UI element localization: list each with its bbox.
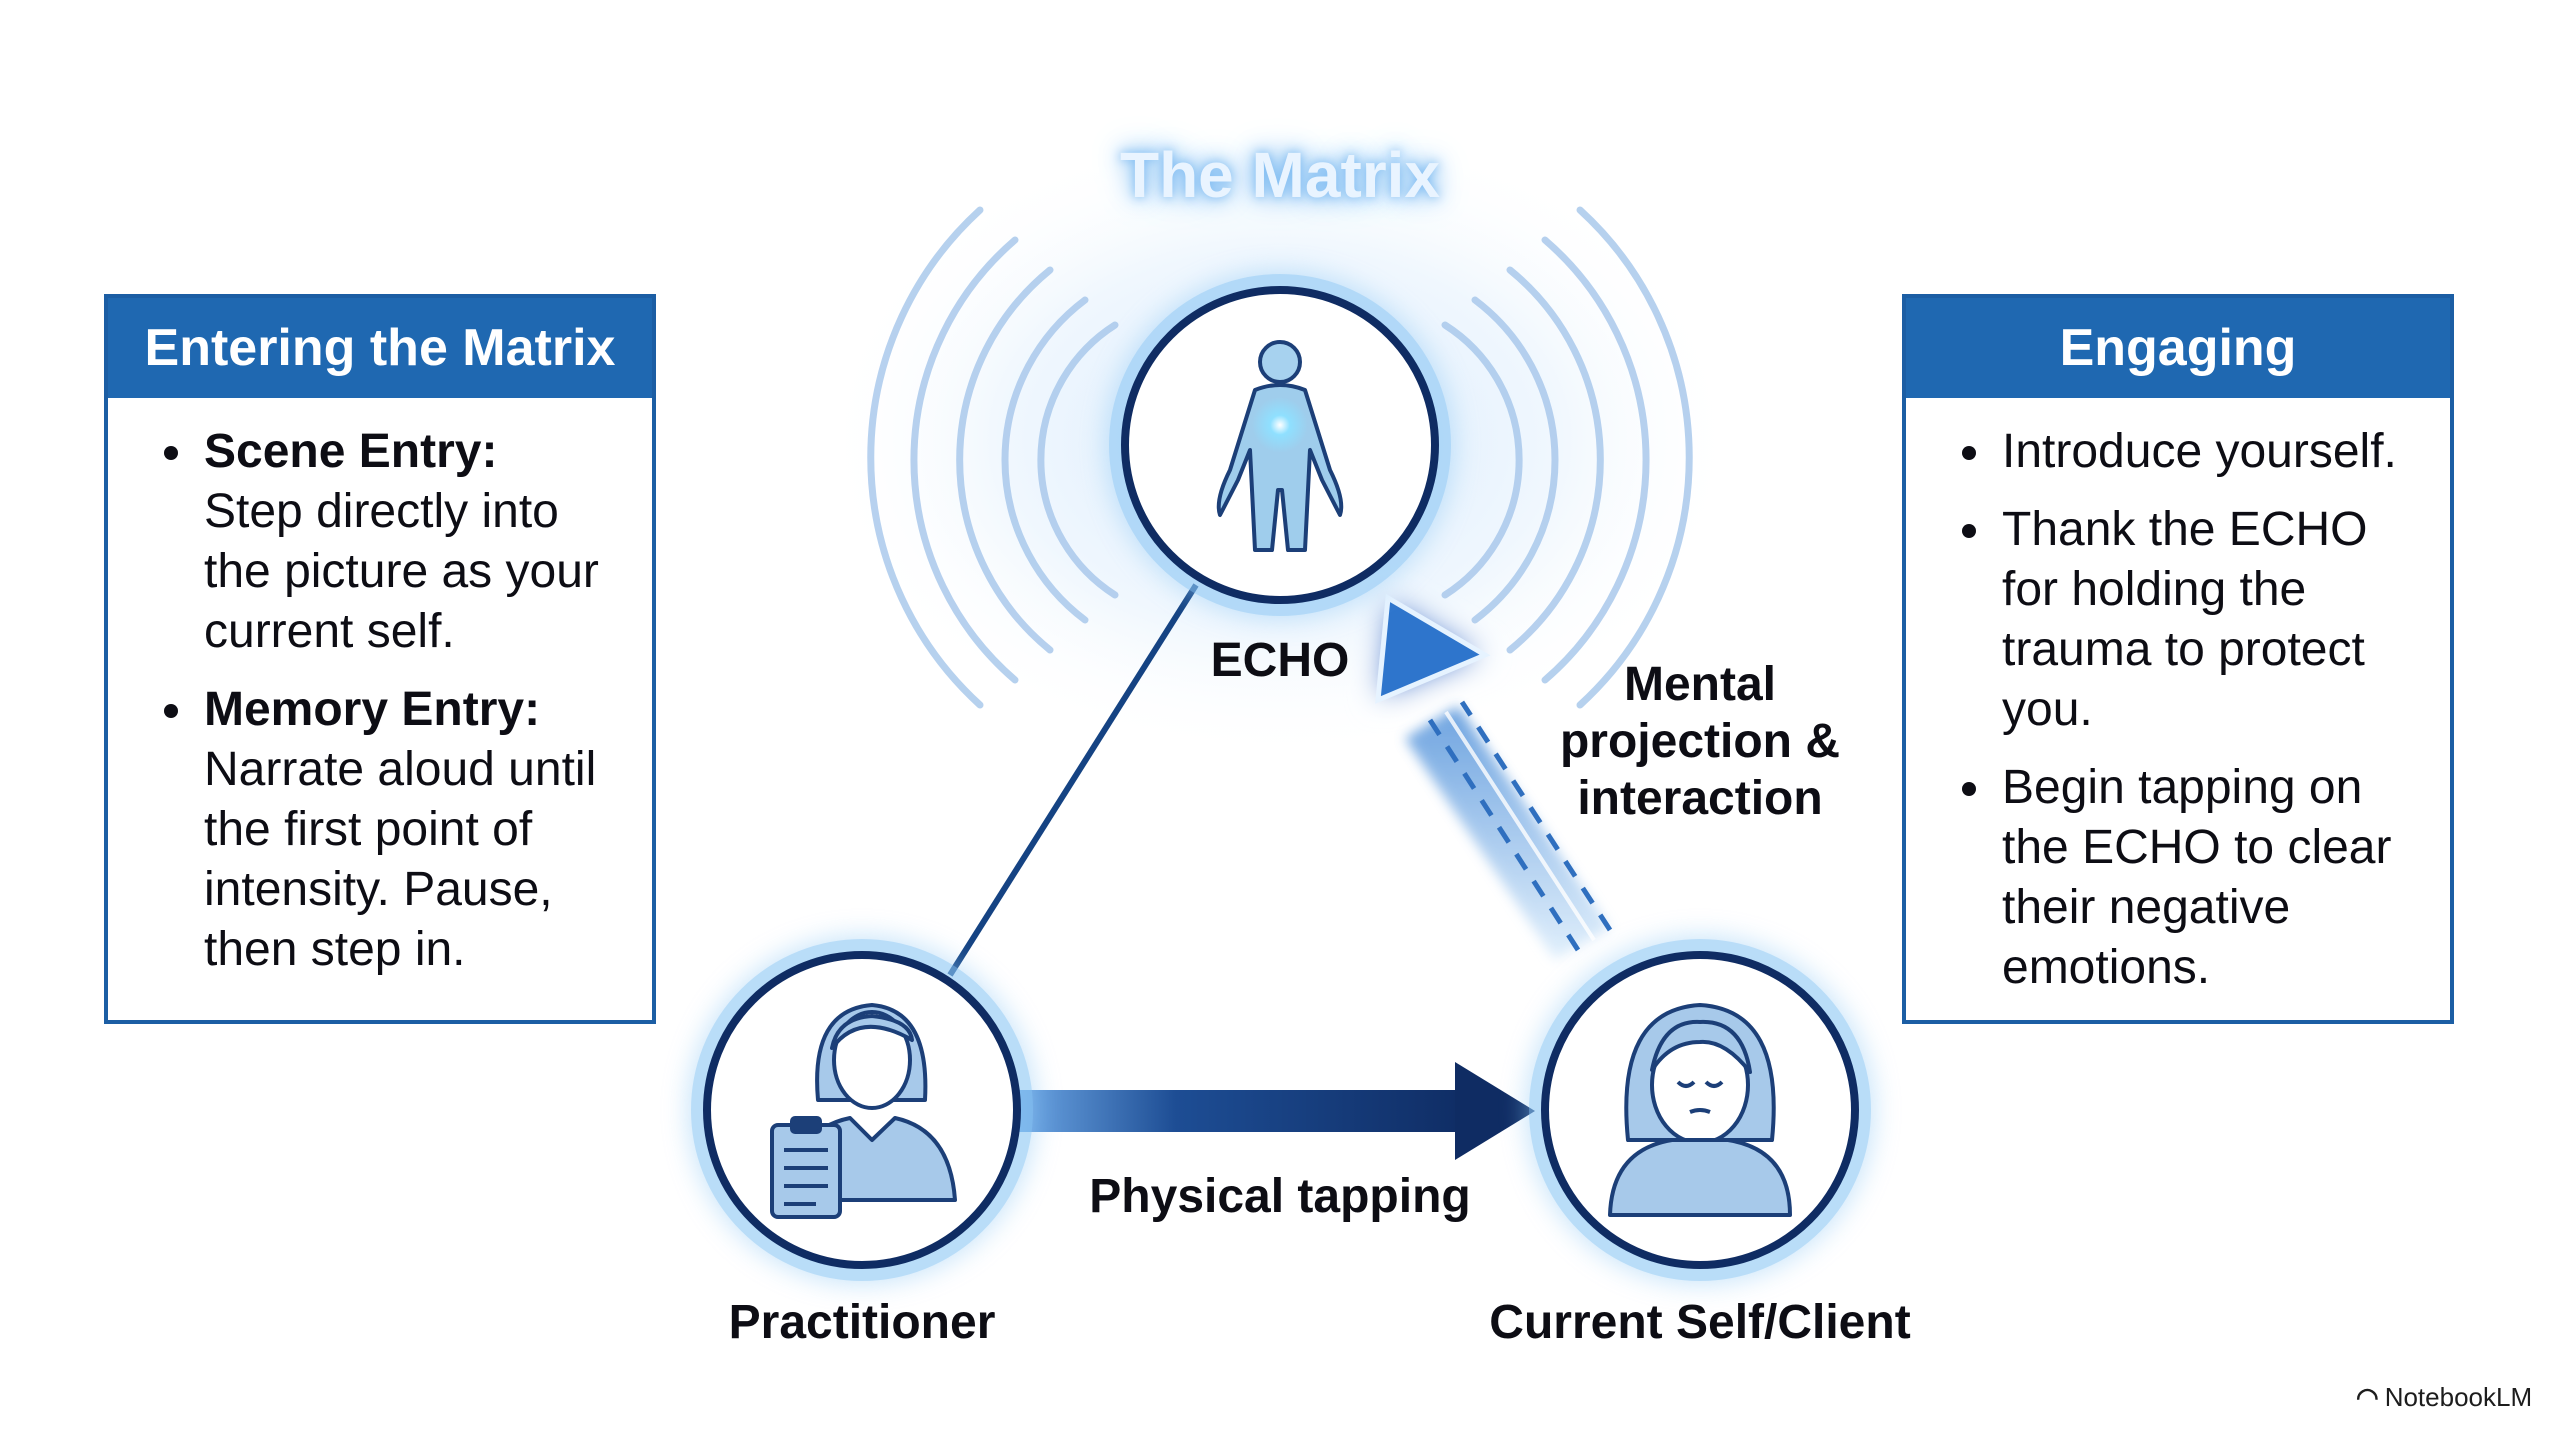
tapping-arrow bbox=[1015, 1062, 1535, 1160]
practitioner-node bbox=[691, 939, 1033, 1281]
echo-wave-left bbox=[867, 206, 1119, 709]
memory-entry-item: Memory Entry: Narrate aloud until the fi… bbox=[162, 680, 608, 980]
entering-matrix-heading: Entering the Matrix bbox=[108, 298, 652, 398]
echo-wave-right bbox=[1441, 206, 1693, 709]
practitioner-echo-line bbox=[947, 583, 1199, 977]
notebooklm-logo-icon: ◠ bbox=[2356, 1382, 2379, 1412]
practitioner-label: Practitioner bbox=[728, 1296, 996, 1349]
scene-entry-item: Scene Entry: Step directly into the pict… bbox=[162, 422, 608, 662]
client-face-icon bbox=[1608, 1003, 1792, 1217]
echo-label: ECHO bbox=[1210, 634, 1350, 687]
engaging-heading: Engaging bbox=[1906, 298, 2450, 398]
projection-arrow bbox=[1375, 593, 1613, 960]
entering-matrix-panel: Entering the Matrix Scene Entry: Step di… bbox=[104, 294, 656, 1024]
notebooklm-brand: ◠NotebookLM bbox=[2356, 1382, 2533, 1412]
engaging-item: Begin tapping on the ECHO to clear their… bbox=[1960, 758, 2406, 998]
physical-tapping-label: Physical tapping bbox=[1089, 1170, 1471, 1223]
mental-projection-label: Mental projection & interaction bbox=[1559, 658, 1840, 825]
engaging-panel: Engaging Introduce yourself. Thank the E… bbox=[1902, 294, 2454, 1024]
client-node bbox=[1529, 939, 1871, 1281]
echo-node bbox=[1109, 274, 1451, 616]
engaging-item: Thank the ECHO for holding the trauma to… bbox=[1960, 500, 2406, 740]
diagram-title: The Matrix bbox=[1119, 139, 1441, 211]
human-figure-icon bbox=[1216, 340, 1344, 552]
engaging-item: Introduce yourself. bbox=[1960, 422, 2406, 482]
client-label: Current Self/Client bbox=[1489, 1296, 1911, 1349]
practitioner-clipboard-icon bbox=[770, 1003, 957, 1219]
